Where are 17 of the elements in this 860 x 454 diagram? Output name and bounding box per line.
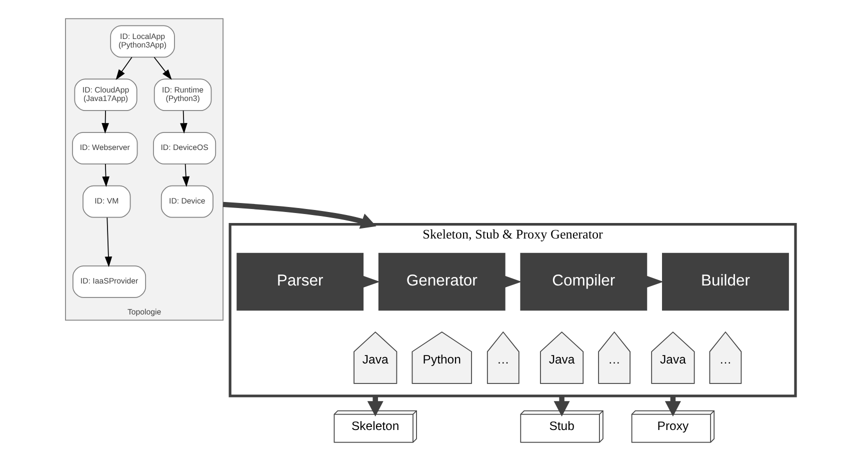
node-box: ID: Device: [160, 185, 213, 218]
arrow: [222, 202, 376, 229]
node-box: ID: Runtime (Python3): [153, 78, 212, 112]
node-box: ID: DeviceOS: [152, 132, 216, 164]
arrow: [182, 164, 190, 187]
arrow: [104, 217, 112, 268]
node-box: ID: LocalApp (Python3App): [110, 25, 174, 58]
node-box: ID: Webserver: [72, 132, 138, 164]
arrow: [180, 110, 187, 134]
arrow: [102, 164, 109, 187]
arrow: [153, 56, 172, 80]
arrow: [115, 56, 132, 80]
arrow: [101, 110, 108, 134]
node-box: ID: IaaSProvider: [72, 266, 146, 298]
node-box: Builder: [662, 252, 788, 311]
node-box: ID: CloudApp (Java17App): [74, 78, 137, 112]
node-box: ID: VM: [82, 185, 130, 218]
